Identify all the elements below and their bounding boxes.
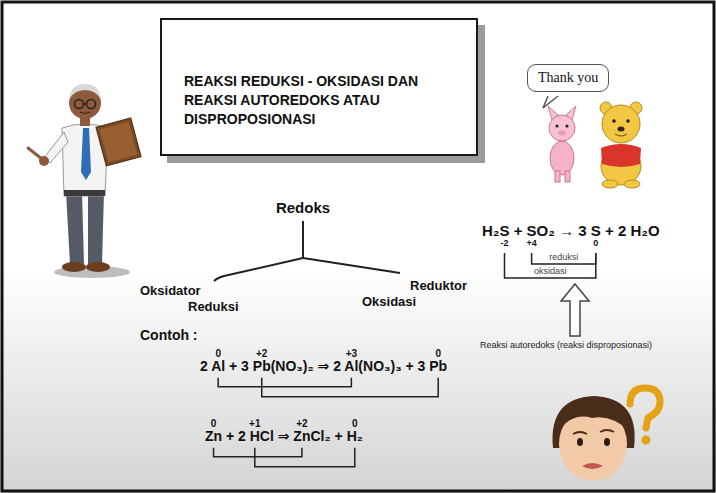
section-label: Contoh :: [140, 327, 198, 344]
girl-eye: [577, 438, 583, 446]
chemical-equation: 2 Al + 3 Pb(NO₃)₂ ⇒ 2 Al(NO₃)₃ + 3 Pb: [200, 358, 447, 375]
teacher-glasses: [75, 100, 84, 109]
title-text: REAKSI REDUKSI - OKSIDASI DAN REAKSI AUT…: [184, 72, 458, 129]
pooh-shirt: [601, 144, 641, 167]
teacher-hair: [69, 84, 101, 100]
tree-branch-label: Reduktor: [410, 278, 467, 294]
bubble-tail: [543, 96, 558, 108]
girl-lips: [582, 463, 603, 469]
teacher-shoe: [62, 262, 86, 272]
change-bracket: [255, 448, 355, 467]
speech-text: Thank you: [538, 70, 598, 86]
title-box: REAKSI REDUKSI - OKSIDASI DAN REAKSI AUT…: [160, 18, 478, 156]
question-mark: [630, 388, 660, 428]
oxidation-number: +4: [526, 238, 536, 249]
piglet-leg: [565, 171, 570, 182]
girl-brow: [573, 432, 587, 434]
note-label: Reaksi autoredoks (reaksi disproposionas…: [480, 340, 652, 351]
bracket-label: reduksi: [549, 252, 578, 263]
change-bracket: [214, 448, 302, 457]
chemical-equation: H₂S + SO₂ → 3 S + 2 H₂O: [482, 222, 660, 240]
book-face: [100, 122, 138, 163]
teacher-glasses: [87, 100, 96, 109]
piglet-body: [550, 141, 574, 175]
speech-bubble: Thank you: [527, 64, 609, 92]
tree-branch-label: Reduksi: [188, 299, 239, 315]
pooh-eye: [626, 119, 630, 123]
teacher-glasses: [84, 103, 87, 105]
pooh-head: [602, 105, 640, 143]
teacher-book: [96, 118, 141, 166]
tree-branch-label: Oksidasi: [362, 294, 416, 310]
pooh-mouth: [615, 134, 627, 136]
bracket-label: oksidasi: [534, 266, 567, 277]
teacher-mouth: [80, 112, 90, 114]
teacher-tie: [81, 128, 91, 180]
teacher-finger: [28, 148, 42, 159]
change-bracket: [505, 253, 596, 278]
book-cover: [96, 118, 141, 166]
teacher-leg: [88, 192, 104, 264]
piglet-leg: [555, 171, 560, 182]
tree-branch-label: Oksidator: [140, 283, 201, 299]
chemical-equation: Zn + 2 HCl ⇒ ZnCl₂ + H₂: [205, 428, 363, 445]
teacher-leg: [66, 192, 84, 264]
pooh-foot: [602, 180, 618, 188]
piglet-snout: [558, 131, 566, 136]
piglet-eye: [565, 124, 568, 127]
tree-line: [302, 221, 304, 258]
piglet-eye: [555, 124, 558, 127]
tree-line: [214, 258, 303, 281]
change-bracket: [262, 378, 438, 397]
change-bracket: [218, 378, 351, 387]
change-bracket: [532, 253, 596, 264]
girl-eye: [604, 438, 610, 446]
oxidation-number: 0: [593, 238, 598, 249]
tree-root-label: Redoks: [276, 199, 330, 217]
piglet-head: [549, 115, 575, 141]
girl-brow: [600, 430, 614, 432]
pooh-eye: [612, 119, 616, 123]
girl-bangs: [558, 402, 630, 432]
teacher-shoe: [86, 262, 110, 272]
question-mark-dot: [642, 436, 651, 445]
pooh-nose: [618, 127, 625, 132]
hollow-arrow: [561, 284, 589, 336]
pooh-foot: [624, 180, 640, 188]
oxidation-number: -2: [500, 238, 508, 249]
teacher-belt: [64, 190, 105, 196]
tree-line: [303, 258, 400, 273]
